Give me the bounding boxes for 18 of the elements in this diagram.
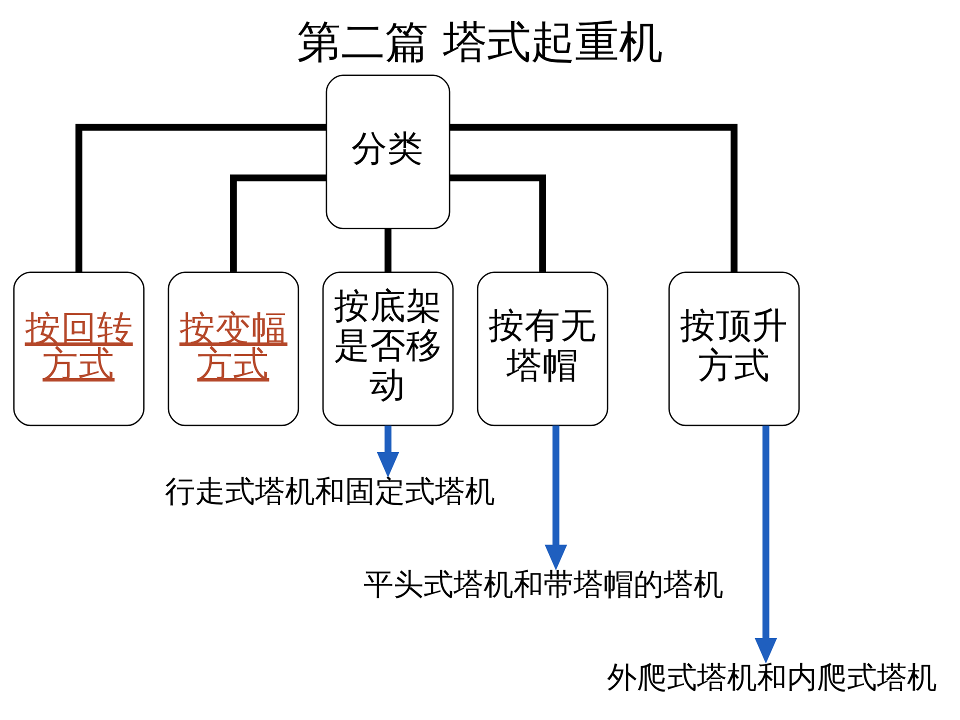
connector <box>75 123 326 272</box>
diagram-title: 第二篇 塔式起重机 <box>297 16 663 68</box>
node-text: 行走式塔机和固定式塔机 <box>165 474 496 510</box>
connector <box>450 174 546 272</box>
node-box: 分类 <box>326 74 450 229</box>
arrow <box>754 425 778 664</box>
connector <box>450 123 738 272</box>
node-text: 平头式塔机和带塔帽的塔机 <box>363 567 724 602</box>
node-box: 按有无塔帽 <box>476 271 608 426</box>
node-box: 按顶升方式 <box>668 271 800 426</box>
node-box: 按底架是否移动 <box>322 271 454 426</box>
node-box: 按变幅方式 <box>168 271 300 426</box>
connector <box>384 228 392 272</box>
arrow <box>376 425 400 478</box>
arrow <box>544 425 568 570</box>
node-text: 外爬式塔机和内爬式塔机 <box>606 660 937 696</box>
node-box: 按回转方式 <box>13 271 145 426</box>
connector <box>230 174 326 272</box>
